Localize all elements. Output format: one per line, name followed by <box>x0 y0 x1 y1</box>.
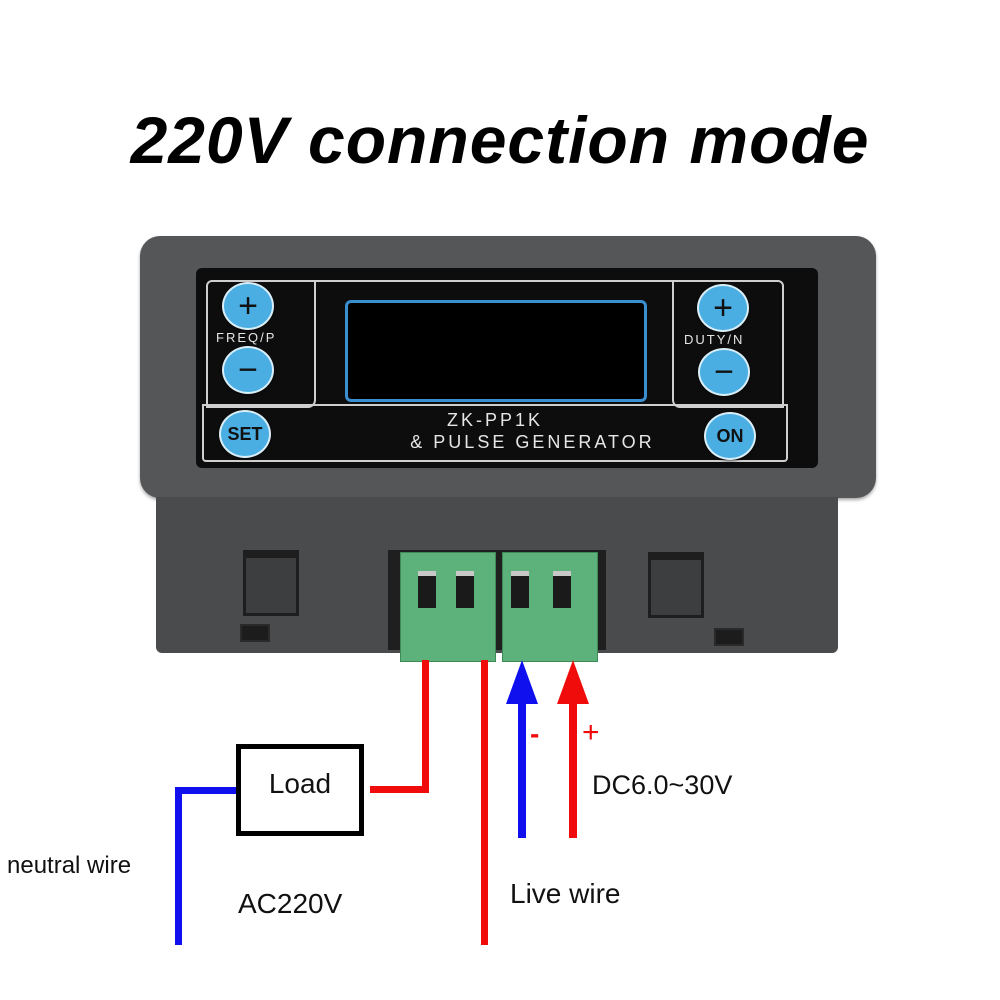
terminal-screw <box>456 571 474 608</box>
terminal-screw <box>418 571 436 608</box>
dc-negative-wire <box>518 700 526 838</box>
plus-icon: + <box>713 289 733 327</box>
vent-slot-right <box>714 628 744 646</box>
duty-group-label: DUTY/N <box>684 332 745 347</box>
mount-clip-right <box>648 552 704 618</box>
freq-minus-button[interactable]: − <box>222 346 274 394</box>
neutral-wire-label: neutral wire <box>7 852 132 879</box>
duty-plus-button[interactable]: + <box>697 284 749 332</box>
model-subtitle: & PULSE GENERATOR <box>410 432 655 452</box>
neutral-wire-horizontal <box>175 787 237 794</box>
page-title: 220V connection mode <box>130 103 870 177</box>
model-name: ZK-PP1K <box>446 410 544 430</box>
freq-plus-button[interactable]: + <box>222 282 274 330</box>
left-group-outline <box>206 280 316 408</box>
vent-slot-left <box>240 624 270 642</box>
right-group-outline <box>672 280 784 408</box>
load-label: Load <box>268 768 332 799</box>
dc-negative-arrow-icon <box>506 660 538 704</box>
neutral-wire-vertical <box>175 787 182 945</box>
terminal-screw <box>553 571 571 608</box>
terminal-screw <box>511 571 529 608</box>
freq-group-label: FREQ/P <box>216 330 277 345</box>
live-wire <box>481 660 488 945</box>
live-wire-load-segment <box>422 660 429 792</box>
ac-voltage-label: AC220V <box>238 888 343 919</box>
load-box: Load <box>236 744 364 836</box>
live-wire-label: Live wire <box>510 878 621 909</box>
terminal-block-load <box>400 552 496 662</box>
set-button[interactable]: SET <box>219 410 271 458</box>
dc-positive-wire <box>569 700 577 838</box>
load-to-terminal-wire <box>370 786 429 793</box>
dc-voltage-label: DC6.0~30V <box>592 770 733 800</box>
bottom-group-outline <box>202 404 788 462</box>
minus-icon: − <box>714 353 734 391</box>
on-button[interactable]: ON <box>704 412 756 460</box>
terminal-block-power <box>502 552 598 662</box>
display-screen <box>345 300 647 402</box>
minus-icon: − <box>238 351 258 389</box>
minus-sign: - <box>530 718 540 749</box>
duty-minus-button[interactable]: − <box>698 348 750 396</box>
plus-sign: + <box>582 716 600 749</box>
plus-icon: + <box>238 287 258 325</box>
dc-positive-arrow-icon <box>557 660 589 704</box>
mount-clip-left <box>243 550 299 616</box>
top-divider <box>312 280 674 282</box>
